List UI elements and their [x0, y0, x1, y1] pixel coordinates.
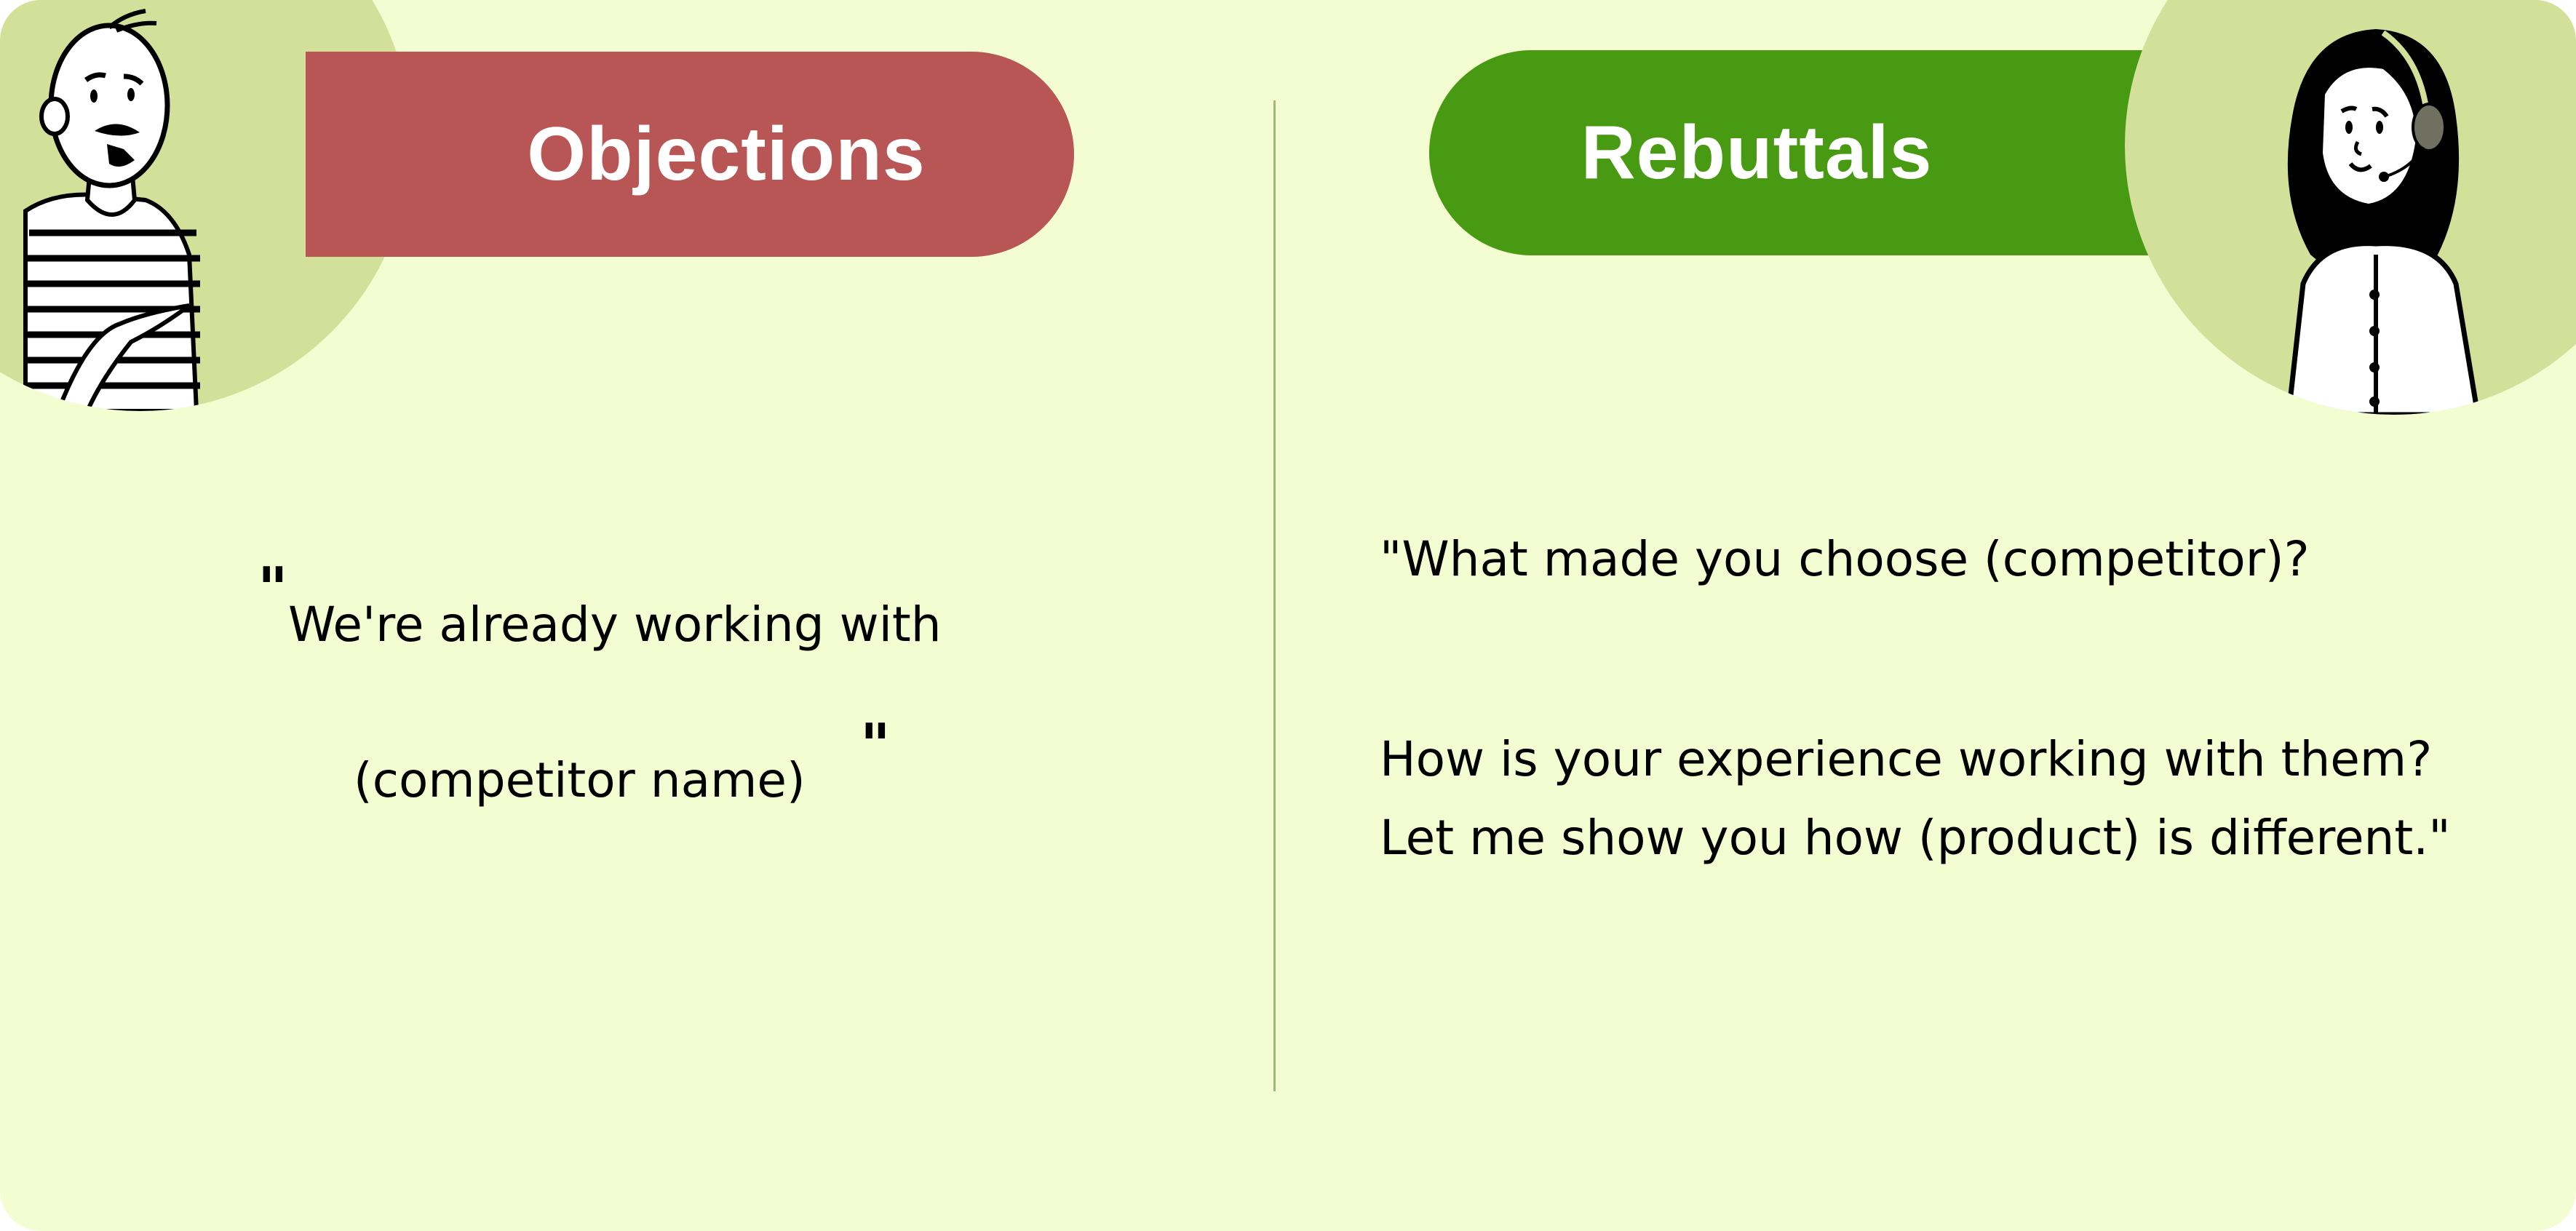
rebuttals-header: Rebuttals	[1429, 50, 2201, 255]
man-avatar-icon	[23, 9, 200, 411]
objection-text-line2: (competitor name)	[354, 752, 806, 808]
rebuttals-avatar-circle	[2125, 0, 2576, 415]
rebuttals-title: Rebuttals	[1581, 110, 1933, 195]
woman-headset-avatar-icon	[2286, 29, 2481, 415]
column-divider	[1273, 100, 1276, 1091]
objection-close-quote: "	[860, 712, 891, 779]
rebuttal-text-paragraph2: How is your experience working with them…	[1380, 731, 2451, 866]
objections-title: Objections	[527, 111, 926, 196]
objections-header: Objections	[306, 52, 1074, 257]
objection-text-line1: We're already working with	[288, 597, 942, 653]
objection-open-quote: "	[258, 555, 288, 623]
rebuttal-text-paragraph1: "What made you choose (competitor)?	[1380, 531, 2310, 587]
